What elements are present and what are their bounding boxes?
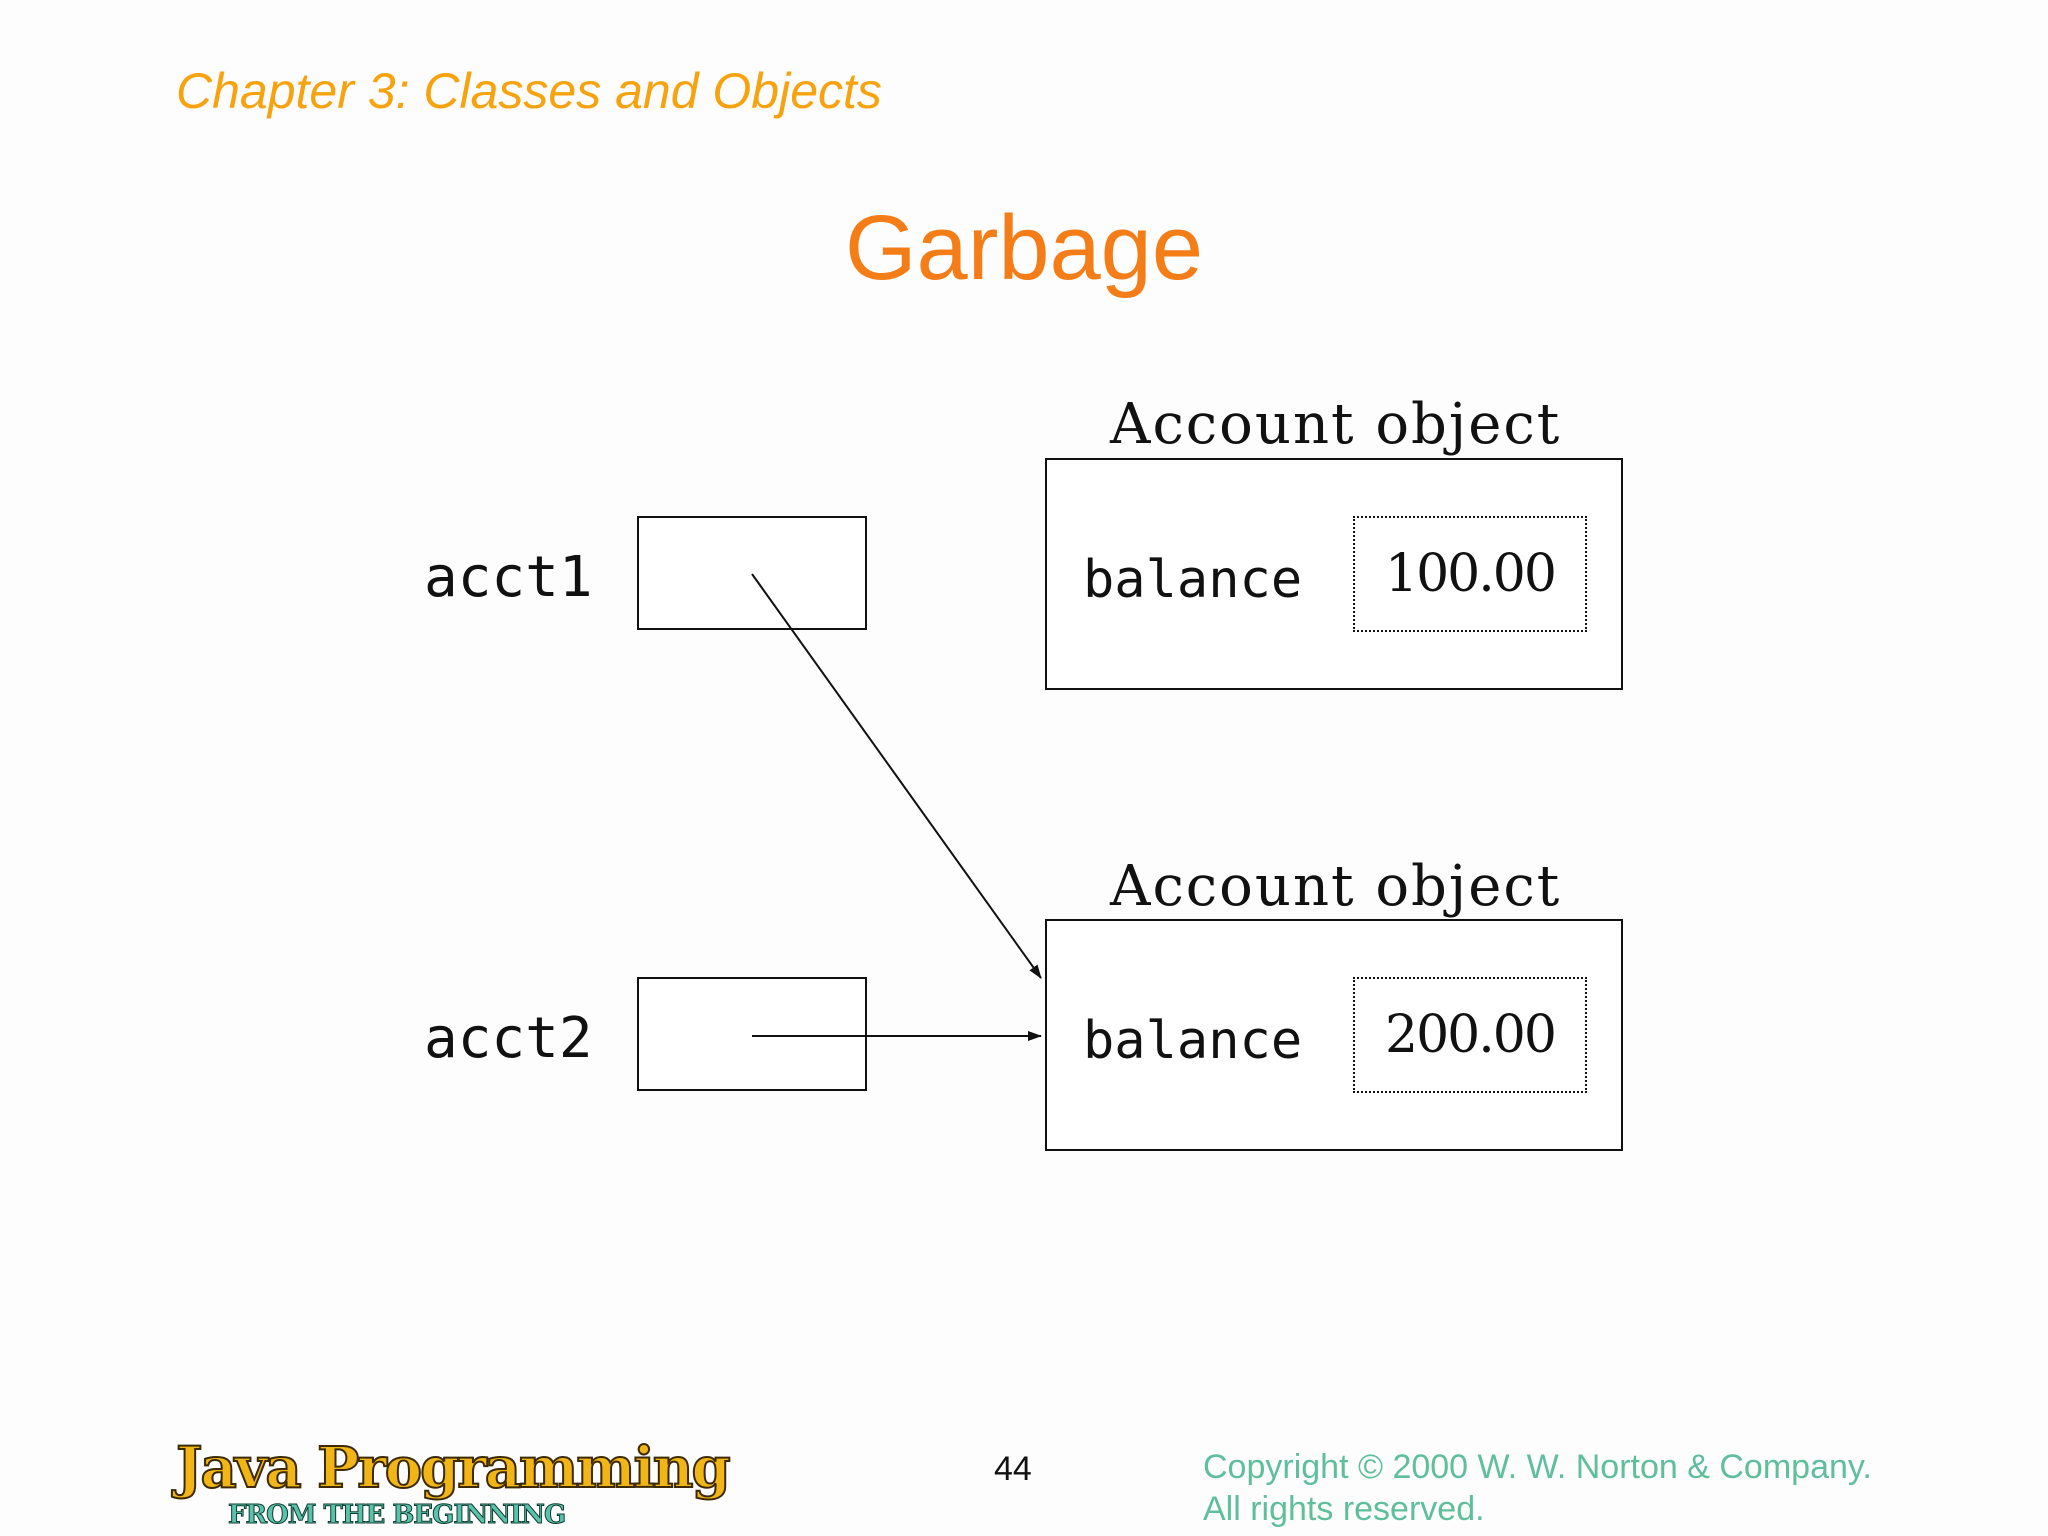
copyright-notice: Copyright © 2000 W. W. Norton & Company.… (1203, 1446, 1872, 1530)
field-value-box-2: 200.00 (1353, 977, 1587, 1093)
logo-main-text: Java Programming (175, 1435, 732, 1501)
field-value-box-1: 100.00 (1353, 516, 1587, 632)
variable-label-acct2: acct2 (424, 1006, 593, 1071)
variable-box-acct1 (637, 516, 867, 630)
balance-value-1: 100.00 (1385, 544, 1557, 604)
field-label-balance-1: balance (1083, 550, 1303, 610)
slide-title: Garbage (844, 197, 1204, 299)
copyright-line-2: All rights reserved. (1203, 1490, 1485, 1528)
account-object-1: balance 100.00 (1045, 458, 1623, 690)
arrow-acct1-to-object-2 (751, 573, 1042, 979)
java-programming-logo: Java Programming FROM THE BEGINNING (175, 1439, 732, 1536)
balance-value-2: 200.00 (1385, 1005, 1557, 1065)
page-number: 44 (994, 1450, 1032, 1488)
logo-sub-text: FROM THE BEGINNING (227, 1500, 566, 1530)
object-title-2: Account object (1110, 854, 1562, 919)
variable-box-acct2 (637, 977, 867, 1091)
object-title-1: Account object (1110, 392, 1562, 457)
copyright-line-1: Copyright © 2000 W. W. Norton & Company. (1203, 1448, 1872, 1486)
variable-label-acct1: acct1 (424, 545, 593, 610)
chapter-heading: Chapter 3: Classes and Objects (176, 63, 882, 119)
field-label-balance-2: balance (1083, 1011, 1303, 1071)
account-object-2: balance 200.00 (1045, 919, 1623, 1151)
